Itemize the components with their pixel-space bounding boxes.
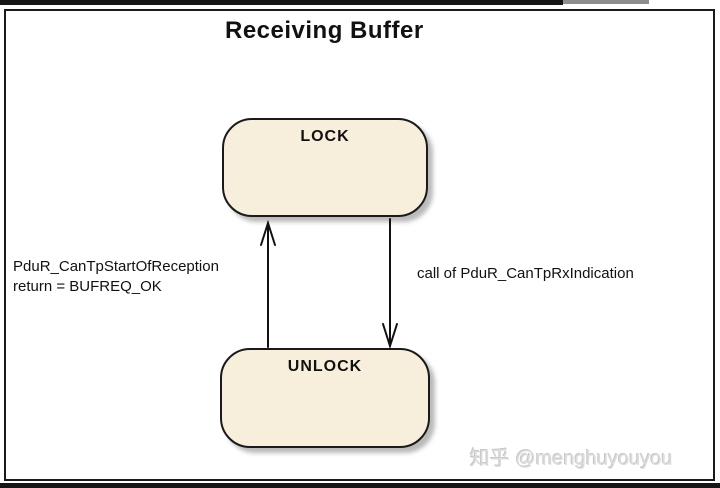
state-lock: LOCK <box>222 118 428 217</box>
transition-label-line1: PduR_CanTpStartOfReception <box>13 258 219 275</box>
bottom-edge-bar <box>0 483 720 488</box>
top-edge-bar <box>0 0 563 5</box>
transition-label-unlock-to-lock: PduR_CanTpStartOfReception return = BUFR… <box>13 257 219 297</box>
transition-label-line2: return = BUFREQ_OK <box>13 278 162 295</box>
watermark-zhihu: 知乎 @menghuyouyou <box>470 448 673 470</box>
state-lock-label: LOCK <box>300 128 350 145</box>
diagram-title: Receiving Buffer <box>225 17 424 44</box>
transition-label-lock-to-unlock: call of PduR_CanTpRxIndication <box>417 265 634 282</box>
top-edge-bar-grey <box>563 0 649 4</box>
state-unlock: UNLOCK <box>220 348 430 448</box>
state-unlock-label: UNLOCK <box>287 358 363 375</box>
